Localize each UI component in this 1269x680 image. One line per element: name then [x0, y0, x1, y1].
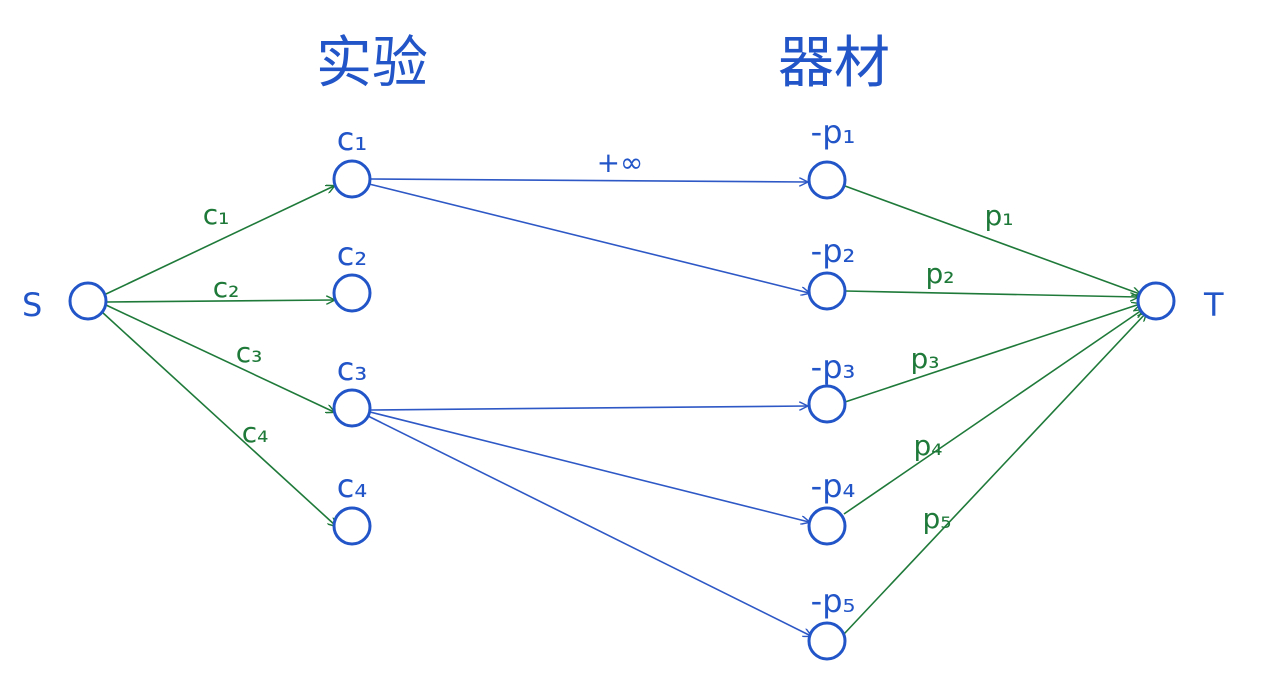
- edge-label-p2-t: p₂: [926, 257, 955, 290]
- node-sink: [1136, 281, 1176, 321]
- equipment-label-p2: -p₂: [811, 232, 856, 270]
- edge-p1-t: [844, 185, 1140, 294]
- edge-label-s-c4: c₄: [242, 416, 269, 449]
- edge-p3-t: [844, 304, 1140, 403]
- equipment-header: 器材: [778, 31, 890, 96]
- source-label: S: [22, 286, 42, 324]
- edge-label-p1-t: p₁: [985, 199, 1014, 232]
- edge-s-c4: [101, 311, 336, 526]
- experiment-equipment-edges: [367, 179, 811, 636]
- edge-c1-p1: [369, 179, 807, 182]
- node-experiment-c1: [332, 159, 372, 199]
- equipment-label-p4: -p₄: [811, 467, 856, 505]
- edge-c3-p4: [369, 411, 809, 522]
- experiment-label-c2: c₂: [337, 235, 367, 273]
- experiments-header: 实验: [316, 31, 428, 96]
- node-equipment-p4: [807, 506, 847, 546]
- edge-s-c1: [105, 186, 334, 295]
- experiment-label-c1: c₁: [337, 120, 367, 158]
- node-source: [68, 281, 108, 321]
- experiment-label-c3: c₃: [337, 350, 367, 388]
- equipment-label-p1: -p₁: [811, 113, 856, 151]
- edge-c3-p3: [369, 406, 807, 411]
- source-edges: [101, 186, 336, 526]
- edge-c1-p2: [368, 183, 809, 293]
- edge-p5-t: [843, 313, 1146, 635]
- node-equipment-p1: [807, 160, 847, 200]
- sink-label: T: [1203, 286, 1224, 324]
- node-experiment-c2: [332, 273, 372, 313]
- edge-s-c2: [105, 300, 334, 302]
- experiment-label-c4: c₄: [337, 467, 367, 505]
- edge-label-s-c1: c₁: [203, 198, 230, 231]
- edge-label-s-c3: c₃: [236, 336, 263, 369]
- edge-label-s-c2: c₂: [213, 271, 240, 304]
- node-experiment-c4: [332, 506, 372, 546]
- equipment-label-p5: -p₅: [811, 582, 856, 620]
- sink-edges: [843, 185, 1146, 635]
- node-equipment-p2: [807, 271, 847, 311]
- edge-label-p3-t: p₃: [911, 342, 940, 375]
- edge-p2-t: [844, 290, 1138, 297]
- edge-p4-t: [843, 310, 1142, 515]
- node-equipment-p5: [807, 621, 847, 661]
- edge-c3-p5: [367, 415, 811, 636]
- node-equipment-p3: [807, 384, 847, 424]
- edge-label-p5-t: p₅: [923, 502, 952, 535]
- equipment-label-p3: -p₃: [811, 348, 856, 386]
- edge-label-c1-p1: +∞: [597, 146, 644, 179]
- edge-label-p4-t: p₄: [914, 429, 943, 462]
- edge-s-c3: [105, 304, 334, 412]
- node-experiment-c3: [332, 388, 372, 428]
